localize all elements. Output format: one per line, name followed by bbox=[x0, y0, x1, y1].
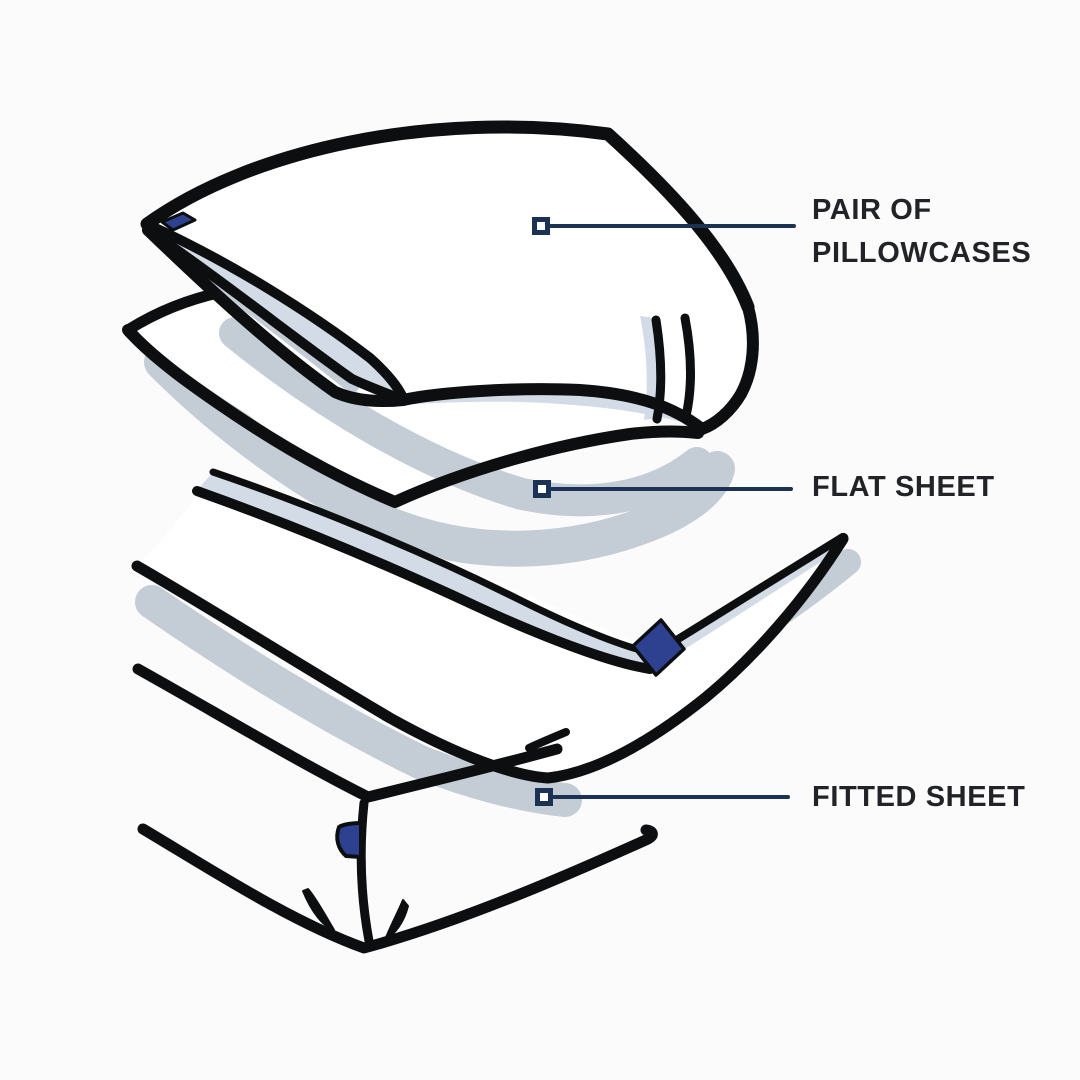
label-pillowcases: PAIR OF PILLOWCASES bbox=[812, 189, 1031, 275]
fitted-sheet-right-pleat bbox=[384, 899, 409, 941]
label-pillowcases-line2: PILLOWCASES bbox=[812, 237, 1032, 269]
pillowcase-side-edge-left bbox=[142, 224, 409, 408]
pillowcase-band-upper-line bbox=[144, 220, 409, 405]
label-fitted-sheet: FITTED SHEET bbox=[812, 781, 1026, 813]
label-pillowcases-line1: PAIR OF bbox=[812, 194, 932, 226]
pillowcase-opening-band bbox=[150, 226, 404, 400]
fitted-sheet-brand-tag-icon bbox=[335, 821, 363, 859]
callout-marker-flat-sheet bbox=[533, 480, 551, 498]
callout-line-pillowcases bbox=[549, 224, 796, 228]
flat-sheet-fold-edge bbox=[131, 533, 849, 784]
pillowcase-side-edge-right bbox=[397, 383, 708, 435]
label-flat-sheet: FLAT SHEET bbox=[812, 471, 995, 503]
flat-sheet-body bbox=[137, 472, 843, 778]
pillowcase-brand-tag-icon bbox=[160, 211, 197, 232]
fitted-sheet-illustration bbox=[132, 663, 658, 954]
fitted-sheet-corner-seam bbox=[356, 798, 374, 946]
callout-line-fitted-sheet bbox=[552, 795, 790, 799]
flat-sheet-hem-bottom-line bbox=[192, 486, 655, 674]
pillowcase-top-body bbox=[147, 127, 753, 429]
flat-sheet-brand-tag-icon bbox=[631, 618, 686, 677]
flat-sheet-fold-tick bbox=[525, 728, 570, 752]
pillowcase-top-edge bbox=[140, 120, 755, 314]
fitted-sheet-bottom-edge bbox=[137, 823, 658, 954]
pillowcase-fold-end-edge bbox=[696, 301, 759, 435]
pillowcase-band-lower-line bbox=[146, 227, 409, 405]
flat-sheet-hem-band bbox=[197, 472, 652, 669]
pillowcases-outer-shadow bbox=[144, 344, 735, 567]
pillowcases-illustration bbox=[122, 120, 759, 567]
flat-sheet-illustration bbox=[131, 468, 861, 817]
flat-sheet-tip-band bbox=[661, 543, 838, 660]
pillowcase-bottom-edge bbox=[122, 324, 704, 508]
fitted-sheet-top-edge bbox=[132, 663, 563, 803]
fitted-sheet-left-pleat bbox=[302, 888, 335, 931]
flat-sheet-hem-top-line bbox=[209, 468, 656, 657]
flat-sheet-left-shadow bbox=[135, 585, 582, 817]
callout-marker-fitted-sheet bbox=[535, 788, 553, 806]
pillowcase-fold-line-2 bbox=[680, 313, 695, 421]
callout-line-flat-sheet bbox=[550, 487, 793, 491]
callout-marker-pillowcases bbox=[532, 217, 550, 235]
